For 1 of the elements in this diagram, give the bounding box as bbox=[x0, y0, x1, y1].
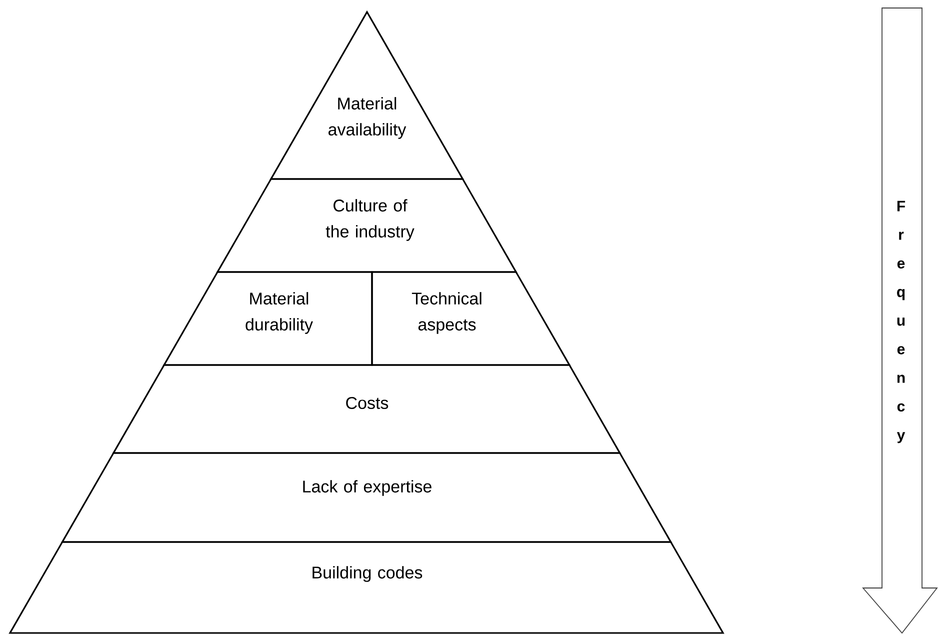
pyramid-band: Technical aspects bbox=[371, 271, 571, 366]
